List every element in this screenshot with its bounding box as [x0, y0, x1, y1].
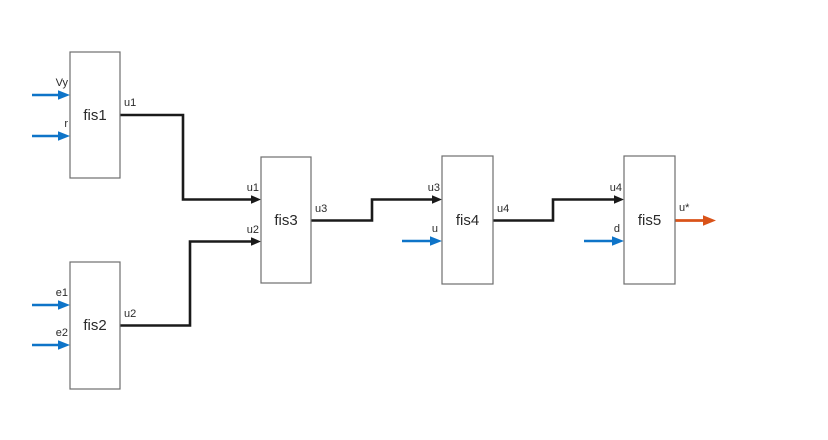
- fis2-label: fis2: [83, 317, 106, 334]
- connection-fis3-to-fis4: [311, 195, 442, 222]
- port-label-ustar-out: u*: [679, 202, 690, 214]
- arrowhead-icon: [58, 90, 70, 100]
- port-label-u3-in: u3: [428, 182, 440, 194]
- fis4-block: [441, 155, 494, 285]
- arrowhead-icon: [251, 195, 261, 204]
- port-label-u4-out: u4: [497, 203, 509, 215]
- fis1-label: fis1: [83, 107, 106, 124]
- port-label-u2-in: u2: [247, 224, 259, 236]
- arrowhead-icon: [58, 300, 70, 310]
- connection-line: [493, 198, 615, 222]
- input-arrow-e2: [32, 340, 70, 350]
- fis1-block: [69, 51, 121, 179]
- connection-fis2-to-fis3: [120, 237, 261, 327]
- fis3-label: fis3: [274, 212, 297, 229]
- port-label-u2-out: u2: [124, 308, 136, 320]
- fis4-node: fis4: [441, 155, 494, 285]
- fis1-node: fis1: [69, 51, 121, 179]
- arrowhead-icon: [703, 215, 716, 226]
- arrowhead-icon: [58, 131, 70, 141]
- port-label-e2: e2: [56, 327, 68, 339]
- arrowhead-icon: [58, 340, 70, 350]
- connection-line: [311, 198, 433, 222]
- fis3-node: fis3: [260, 156, 312, 284]
- arrowhead-icon: [432, 195, 442, 204]
- port-label-e1: e1: [56, 287, 68, 299]
- arrowhead-icon: [430, 236, 442, 246]
- port-label-u: u: [432, 223, 438, 235]
- connection-line: [120, 113, 252, 201]
- connection-fis4-to-fis5: [493, 195, 624, 222]
- input-arrow-d: [584, 236, 624, 246]
- fis2-block: [69, 261, 121, 390]
- fis4-label: fis4: [456, 212, 479, 229]
- fis5-label: fis5: [638, 212, 661, 229]
- input-arrow-u: [402, 236, 442, 246]
- input-arrow-Vy: [32, 90, 70, 100]
- arrowhead-icon: [614, 195, 624, 204]
- arrowhead-icon: [251, 237, 261, 246]
- port-label-u1-out: u1: [124, 97, 136, 109]
- arrowhead-icon: [612, 236, 624, 246]
- fis2-node: fis2: [69, 261, 121, 390]
- fis3-block: [260, 156, 312, 284]
- port-label-u4-in: u4: [610, 182, 622, 194]
- fis5-node: fis5: [623, 155, 676, 285]
- connection-line: [120, 240, 252, 327]
- port-label-u1-in: u1: [247, 182, 259, 194]
- fis5-block: [623, 155, 676, 285]
- output-arrow-ustar: [675, 215, 716, 226]
- port-label-Vy: Vy: [56, 77, 69, 89]
- port-label-d: d: [614, 223, 620, 235]
- input-arrow-e1: [32, 300, 70, 310]
- connection-fis1-to-fis3: [120, 113, 261, 204]
- input-arrow-r: [32, 131, 70, 141]
- port-label-u3-out: u3: [315, 203, 327, 215]
- port-label-r: r: [64, 118, 68, 130]
